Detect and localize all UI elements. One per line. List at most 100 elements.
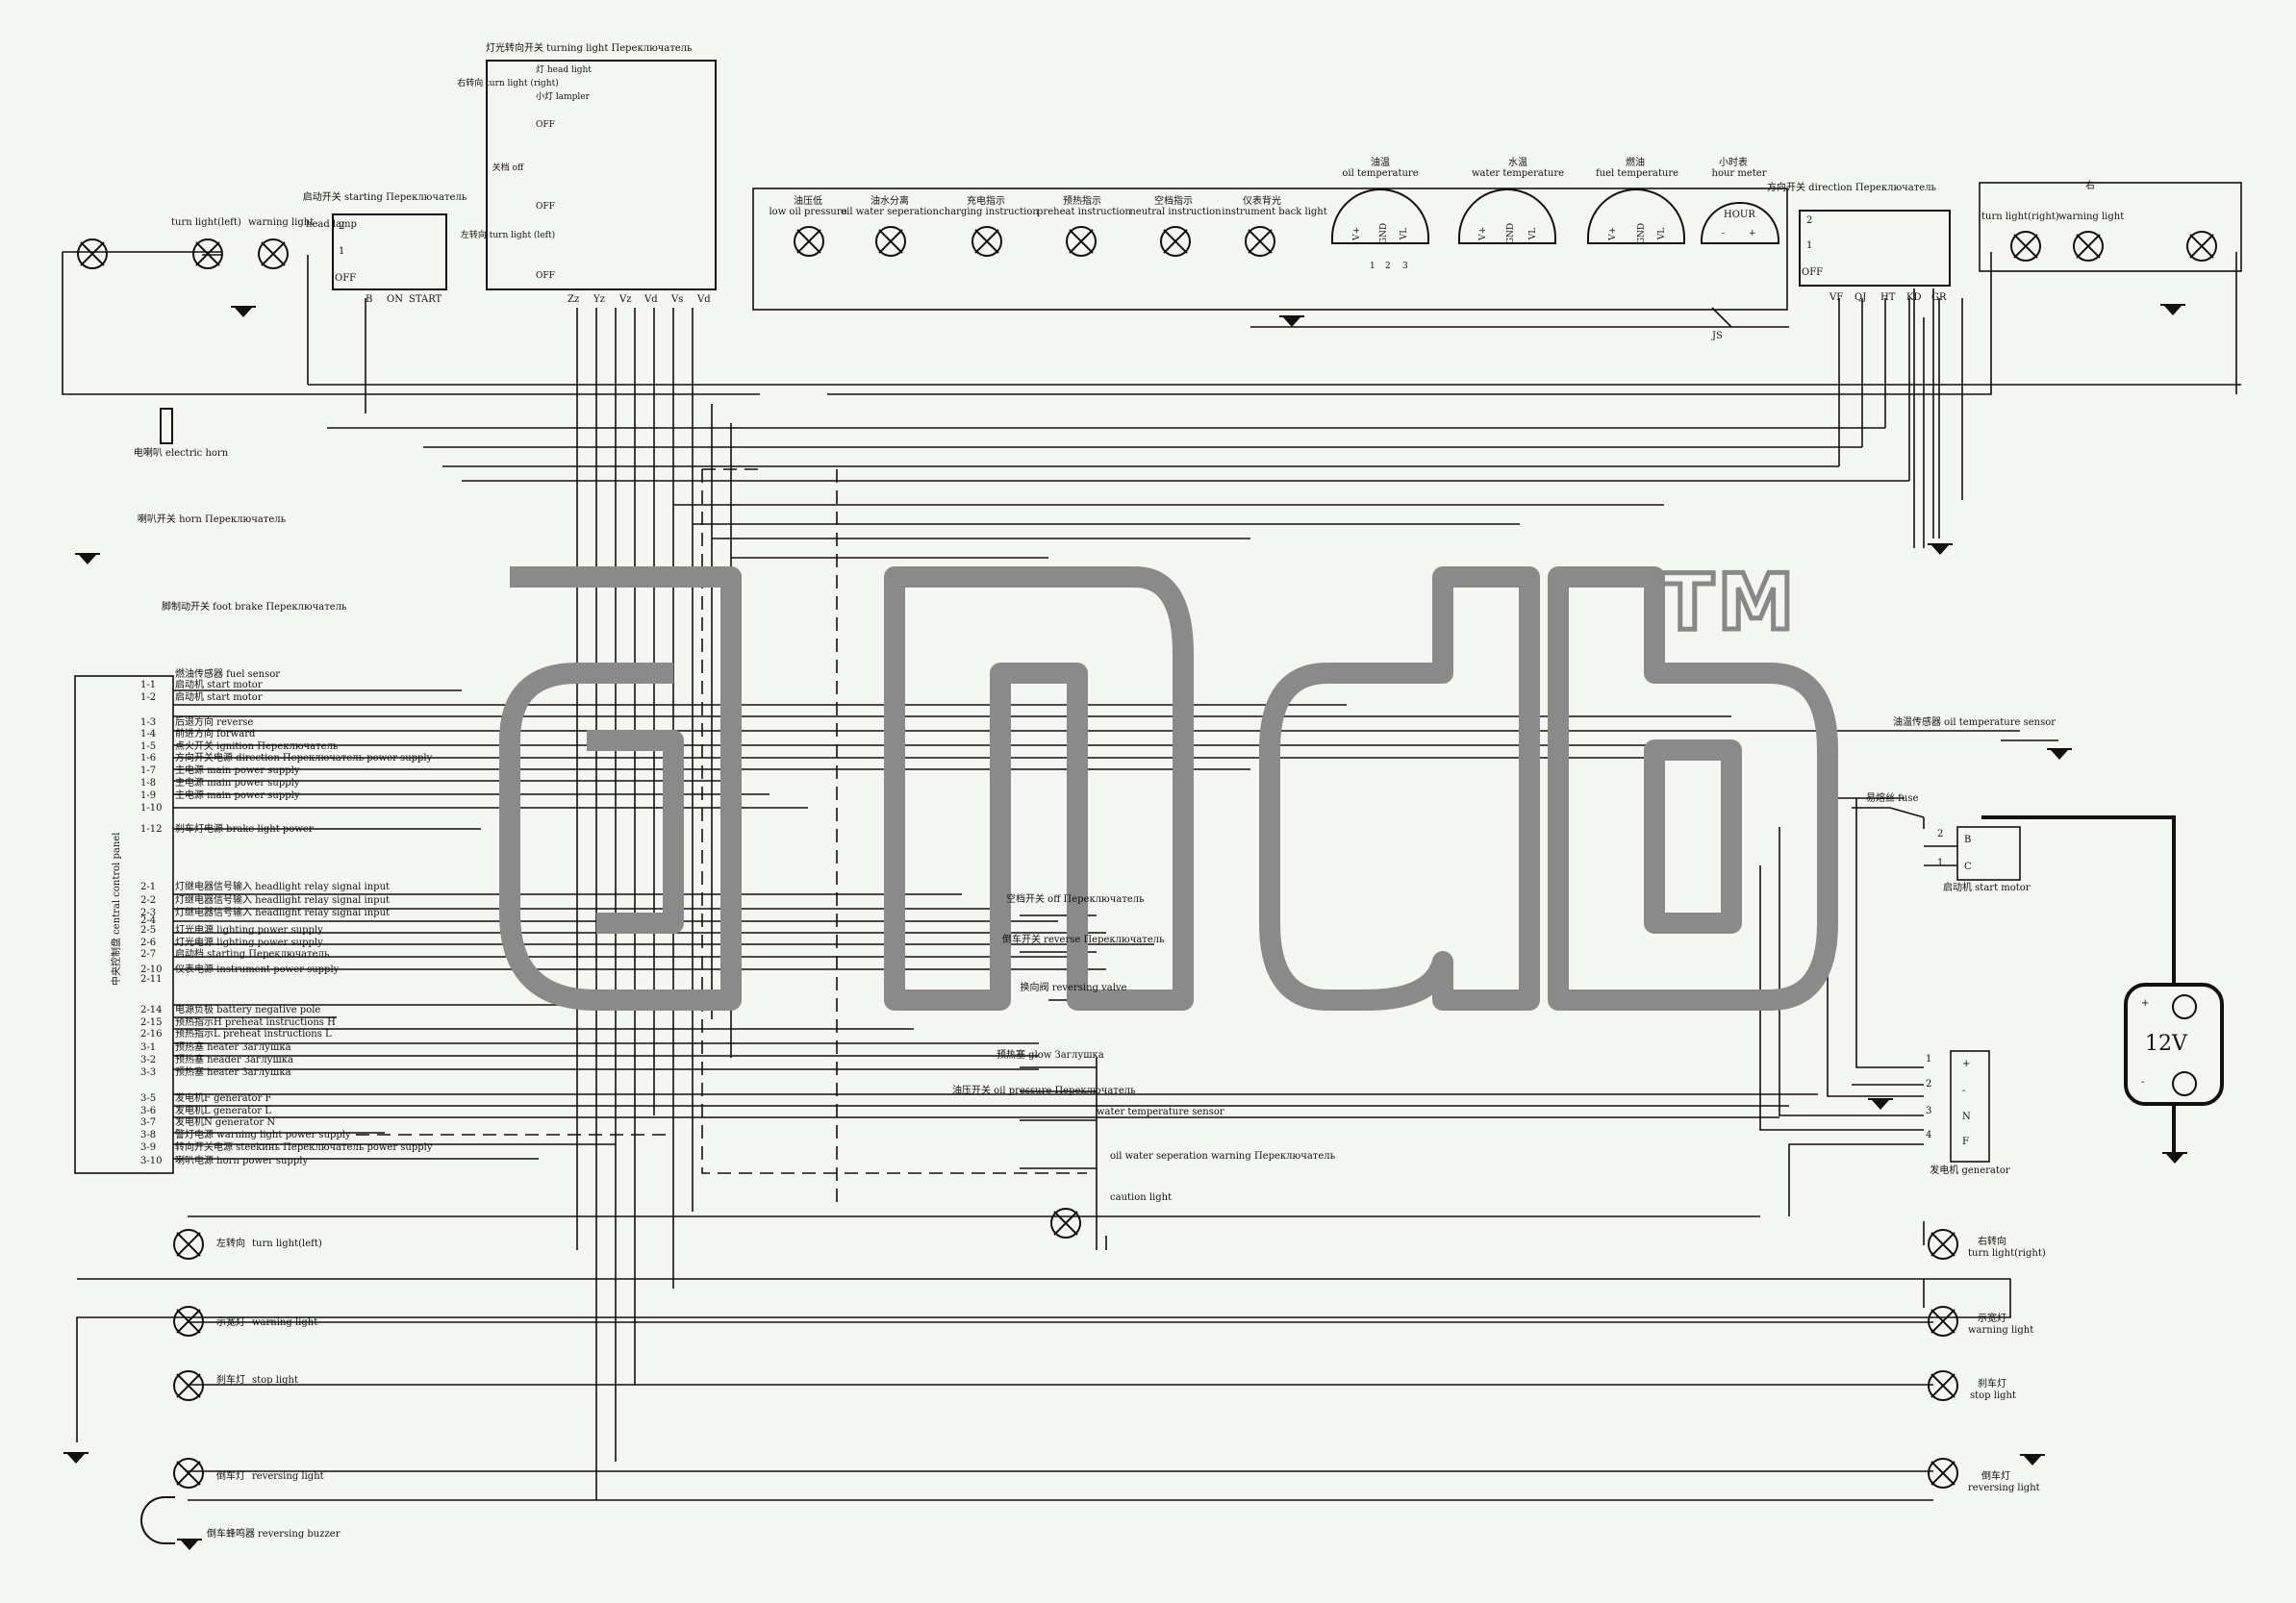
ground-symbol [63, 1452, 88, 1465]
panel-pin-number: 3-7 [140, 1117, 157, 1128]
gauge-fuel-vplus: V+ [1608, 226, 1619, 241]
gauge-pin-2: 2 [1385, 262, 1391, 271]
panel-pin-number: 3-10 [140, 1156, 163, 1166]
panel-pin-text: 启动机 start motor [175, 692, 263, 703]
panel-pin-number: 3-8 [140, 1130, 157, 1140]
generator-n: N [1962, 1112, 1971, 1122]
hour-minus: - [1722, 229, 1726, 238]
water-temp-sensor-label: water temperature sensor [1097, 1107, 1224, 1117]
panel-pin-number: 2-5 [140, 925, 157, 936]
start-row-off: OFF [335, 273, 357, 284]
panel-pin-text: 启动档 starting Переключатель [175, 949, 330, 960]
dir-row-2: 2 [1806, 215, 1813, 226]
gauge-oil-cn: 油温 [1371, 158, 1390, 168]
generator-plus: + [1962, 1059, 1971, 1069]
rear-right-stop-en: stop light [1970, 1390, 2017, 1401]
gauge-fuel-cn: 燃油 [1626, 158, 1645, 168]
panel-pin-number: 1-2 [140, 692, 157, 703]
generator-pin-1: 1 [1926, 1054, 1932, 1064]
turning-switch-box [486, 60, 717, 290]
panel-pin-text: 发电机N generator N [175, 1117, 276, 1128]
ground-symbol [2160, 304, 2185, 317]
turn-light-right-label: turn light(right) [1981, 212, 2059, 222]
hour-plus: + [1749, 229, 1756, 238]
battery-minus-label: - [2141, 1077, 2145, 1088]
panel-pin-number: 1-4 [140, 729, 157, 739]
indicator-oil-water-en: oil water seperation [841, 207, 939, 217]
panel-pin-text: 发电机L generator L [175, 1106, 271, 1116]
panel-pin-number: 3-5 [140, 1093, 157, 1104]
rear-right-reversing-en: reversing light [1968, 1483, 2040, 1493]
generator-pin-4: 4 [1926, 1130, 1932, 1140]
gauge-fuel-en: fuel temperature [1595, 168, 1679, 179]
start-motor-pin-1: 1 [1937, 858, 1944, 868]
rear-left-turn-lamp [173, 1229, 204, 1260]
panel-pin-text: 点火开关 ignition Переключатель [175, 741, 339, 752]
turn-right-label: 右转向 turn light (right) [457, 79, 559, 88]
generator-pin-3: 3 [1926, 1106, 1932, 1116]
panel-pin-text: 启动机 start motor [175, 680, 263, 690]
horn-label: 电喇叭 electric horn [133, 448, 229, 459]
head-light-label: 灯 head light [536, 65, 592, 75]
start-motor-b: B [1964, 835, 1972, 845]
oil-pressure-label: 油压开关 oil pressure Переключатель [952, 1086, 1136, 1096]
gauge-oil-vplus: V+ [1352, 226, 1363, 241]
start-term-start: START [409, 294, 442, 305]
reversing-buzzer-icon [140, 1496, 175, 1544]
generator-f: F [1962, 1137, 1969, 1147]
js-switch-label: JS [1712, 331, 1723, 341]
reversing-valve-label: 换向阀 reversing valve [1020, 983, 1127, 993]
oil-temp-sensor-label: 油温传感器 oil temperature sensor [1893, 717, 2056, 728]
panel-pin-number: 1-10 [140, 803, 163, 814]
ground-symbol [2020, 1454, 2045, 1467]
rear-right-warning-label: 示宽灯 [1978, 1314, 2006, 1324]
panel-pin-number: 1-7 [140, 765, 157, 776]
head-lamp-right [2186, 231, 2217, 262]
rear-left-warning-label: 示宽灯 [216, 1317, 245, 1328]
off-label: OFF [536, 120, 555, 130]
panel-pin-number: 1-3 [140, 717, 157, 728]
indicator-oil-water-cn: 油水分离 [870, 196, 909, 207]
gauge-pin-3: 3 [1402, 262, 1408, 271]
off-label-2: OFF [536, 202, 555, 212]
reverse-switch-label: 倒车开关 reverse Переключатель [1002, 935, 1165, 945]
off-label-3: OFF [536, 271, 555, 281]
battery-plus-label: + [2141, 998, 2150, 1009]
dir-row-1: 1 [1806, 240, 1813, 251]
panel-pin-text: 主电源 main power supply [175, 778, 300, 789]
panel-pin-number: 2-15 [140, 1017, 163, 1028]
panel-pin-number: 2-3 [140, 908, 157, 918]
panel-pin-text: 电源负极 battery negative pole [175, 1005, 321, 1015]
terminal-yz: Yz [593, 294, 605, 305]
rear-left-stop-lamp [173, 1370, 204, 1401]
indicator-charging-en: charging instruction [939, 207, 1039, 217]
terminal-vs: Vs [671, 294, 684, 305]
lampler-label: 小灯 lampler [536, 92, 590, 102]
fuse-label: 易熔丝 fuse [1866, 793, 1919, 804]
panel-pin-number: 2-4 [140, 915, 157, 926]
caution-lamp [1050, 1208, 1081, 1239]
caution-light-label: caution light [1110, 1192, 1173, 1203]
panel-pin-text: 警灯电源 warning light power supply [175, 1130, 351, 1140]
generator-label: 发电机 generator [1930, 1165, 2010, 1176]
battery-positive-terminal [2172, 994, 2197, 1019]
rear-left-stop-en: stop light [252, 1375, 299, 1386]
panel-pin-text: 喇叭电源 horn power supply [175, 1156, 309, 1166]
rear-right-turn-en: turn light(right) [1968, 1248, 2046, 1259]
indicator-low-oil-cn: 油压低 [794, 196, 822, 207]
gauge-fuel-gnd: GND [1637, 222, 1648, 245]
panel-pin-number: 1-8 [140, 778, 157, 789]
gauge-water-cn: 水温 [1508, 158, 1527, 168]
start-row-2: 2 [339, 221, 345, 232]
indicator-backlight-cn: 仪表背光 [1243, 196, 1281, 207]
hour-meter-cn: 小时表 [1719, 158, 1748, 168]
warning-lamp-left [258, 238, 289, 269]
warning-light-left-label: warning light [248, 217, 315, 228]
gauge-fuel-vl: VL [1657, 227, 1668, 240]
hour-meter-en: hour meter [1711, 168, 1767, 179]
start-term-on: ON [387, 294, 403, 305]
head-lamp-label: head lamp [306, 219, 357, 230]
dir-term-kd: KD [1906, 292, 1922, 303]
indicator-oil-water-lamp [875, 226, 906, 257]
